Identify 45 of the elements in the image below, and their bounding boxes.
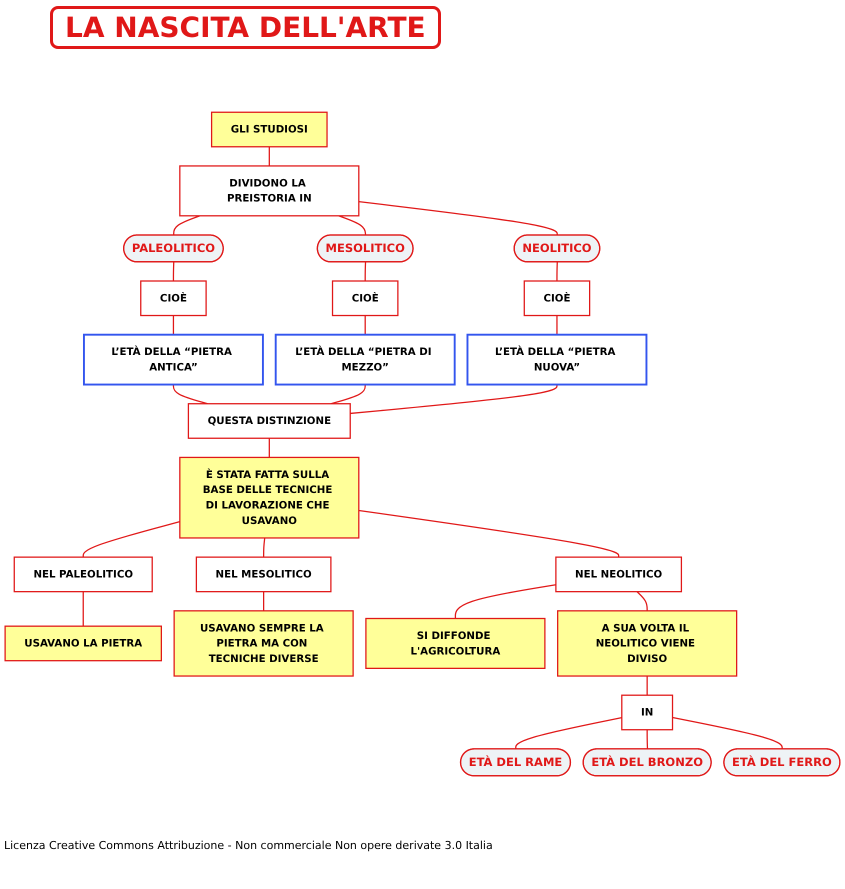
connector — [268, 438, 270, 458]
node-box: È STATA FATTA SULLA BASE DELLE TECNICHE DI LAVORAZIONE CHE USAVANO — [179, 456, 360, 539]
connector — [646, 730, 648, 750]
connector — [646, 676, 648, 696]
license-note: Licenza Creative Commons Attribuzione - Non commerciale Non opere derivate 3.0 Italia — [4, 839, 494, 852]
connector — [364, 262, 366, 281]
node-box: NEL PALEOLITICO — [14, 556, 153, 592]
connector — [173, 215, 200, 236]
node-box: A SUA VOLTA IL NEOLITICO VIENE DIVISO — [557, 610, 738, 677]
connector — [556, 262, 558, 281]
node-box: USAVANO SEMPRE LA PIETRA MA CON TECNICHE DIVERSE — [174, 610, 354, 677]
node-box: SI DIFFONDE L'AGRICOLTURA — [365, 618, 546, 669]
connector — [172, 316, 174, 335]
connector — [338, 215, 366, 236]
connector — [672, 716, 783, 750]
node-box: GLI STUDIOSI — [210, 112, 328, 148]
connector — [82, 521, 180, 558]
node-box: USAVANO LA PIETRA — [4, 626, 162, 662]
connector — [263, 538, 266, 558]
connector — [263, 592, 264, 611]
node-box: IN — [621, 694, 674, 730]
connector — [358, 510, 620, 558]
node-box: L’ETÀ DELLA “PIETRA DI MEZZO” — [274, 334, 456, 386]
connector — [330, 384, 366, 404]
connector — [636, 591, 648, 611]
node-box: CIOÈ — [332, 280, 398, 316]
node-box: CIOÈ — [140, 280, 207, 316]
node-box: DIVIDONO LA PREISTORIA IN — [179, 165, 360, 216]
node-box: L’ETÀ DELLA “PIETRA ANTICA” — [82, 334, 264, 386]
connector — [556, 316, 558, 335]
connector — [82, 592, 84, 626]
connector — [268, 146, 270, 166]
node-box: QUESTA DISTINZIONE — [188, 403, 351, 439]
connector — [172, 262, 174, 281]
node-box: L’ETÀ DELLA “PIETRA NUOVA” — [466, 334, 648, 386]
connector — [364, 316, 366, 335]
connector — [172, 384, 208, 404]
connector — [350, 384, 558, 414]
node-box: NEL MESOLITICO — [196, 556, 332, 592]
connector — [358, 200, 558, 236]
node-box: NEL NEOLITICO — [555, 556, 682, 592]
node-box: CIOÈ — [524, 280, 590, 316]
diagram-title: LA NASCITA DELL'ARTE — [50, 6, 441, 49]
connector — [515, 717, 622, 750]
connector — [454, 584, 556, 618]
